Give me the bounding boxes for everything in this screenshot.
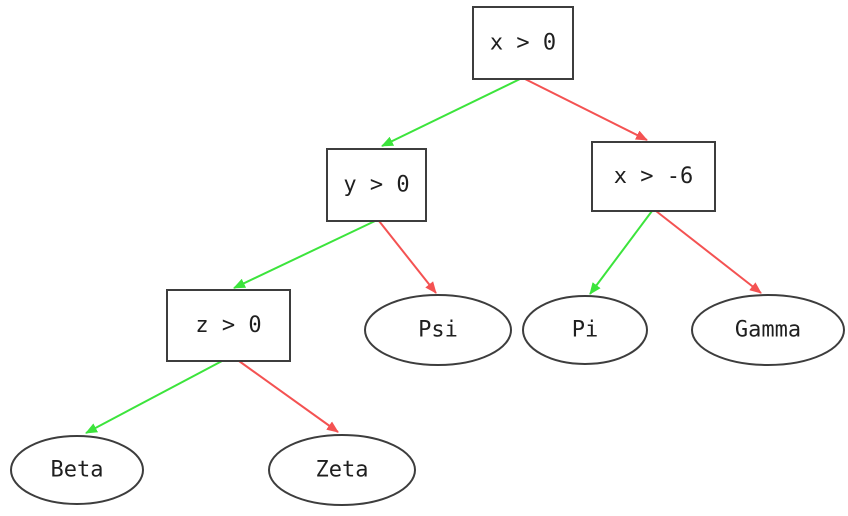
decision-box: [591, 141, 716, 212]
node-label: Zeta: [316, 458, 369, 483]
edge-z-gt-0-to-beta-true: [85, 360, 223, 434]
decision-box: [166, 289, 291, 362]
node-z-gt-0: z > 0: [166, 289, 291, 362]
node-label: y > 0: [343, 173, 409, 198]
node-label: x > 0: [490, 31, 556, 56]
edge-x-gt-0-to-x-gt-n6-false: [524, 78, 648, 141]
decision-box: [472, 6, 574, 80]
node-pi: Pi: [522, 295, 648, 365]
node-label: Pi: [572, 318, 599, 343]
leaf-ellipse: [268, 434, 416, 506]
edge-y-gt-0-to-z-gt-0-true: [233, 220, 376, 289]
leaf-ellipse: [10, 435, 144, 505]
edge-x-gt-n6-to-gamma-false: [655, 210, 762, 294]
decision-box: [326, 148, 427, 222]
node-label: Gamma: [735, 318, 801, 343]
node-x-gt-0: x > 0: [472, 6, 574, 80]
node-beta: Beta: [10, 435, 144, 505]
node-label: z > 0: [195, 313, 261, 338]
edge-z-gt-0-to-zeta-false: [238, 360, 339, 433]
edge-x-gt-n6-to-pi-true: [589, 210, 653, 295]
node-zeta: Zeta: [268, 434, 416, 506]
node-y-gt-0: y > 0: [326, 148, 427, 222]
node-psi: Psi: [364, 294, 512, 366]
leaf-ellipse: [691, 294, 845, 366]
node-label: Psi: [418, 318, 458, 343]
leaf-ellipse: [364, 294, 512, 366]
node-x-gt-n6: x > -6: [591, 141, 716, 212]
edge-x-gt-0-to-y-gt-0-true: [381, 78, 521, 147]
node-label: Beta: [51, 458, 104, 483]
edge-y-gt-0-to-psi-false: [378, 220, 437, 294]
node-label: x > -6: [614, 164, 693, 189]
leaf-ellipse: [522, 295, 648, 365]
node-gamma: Gamma: [691, 294, 845, 366]
